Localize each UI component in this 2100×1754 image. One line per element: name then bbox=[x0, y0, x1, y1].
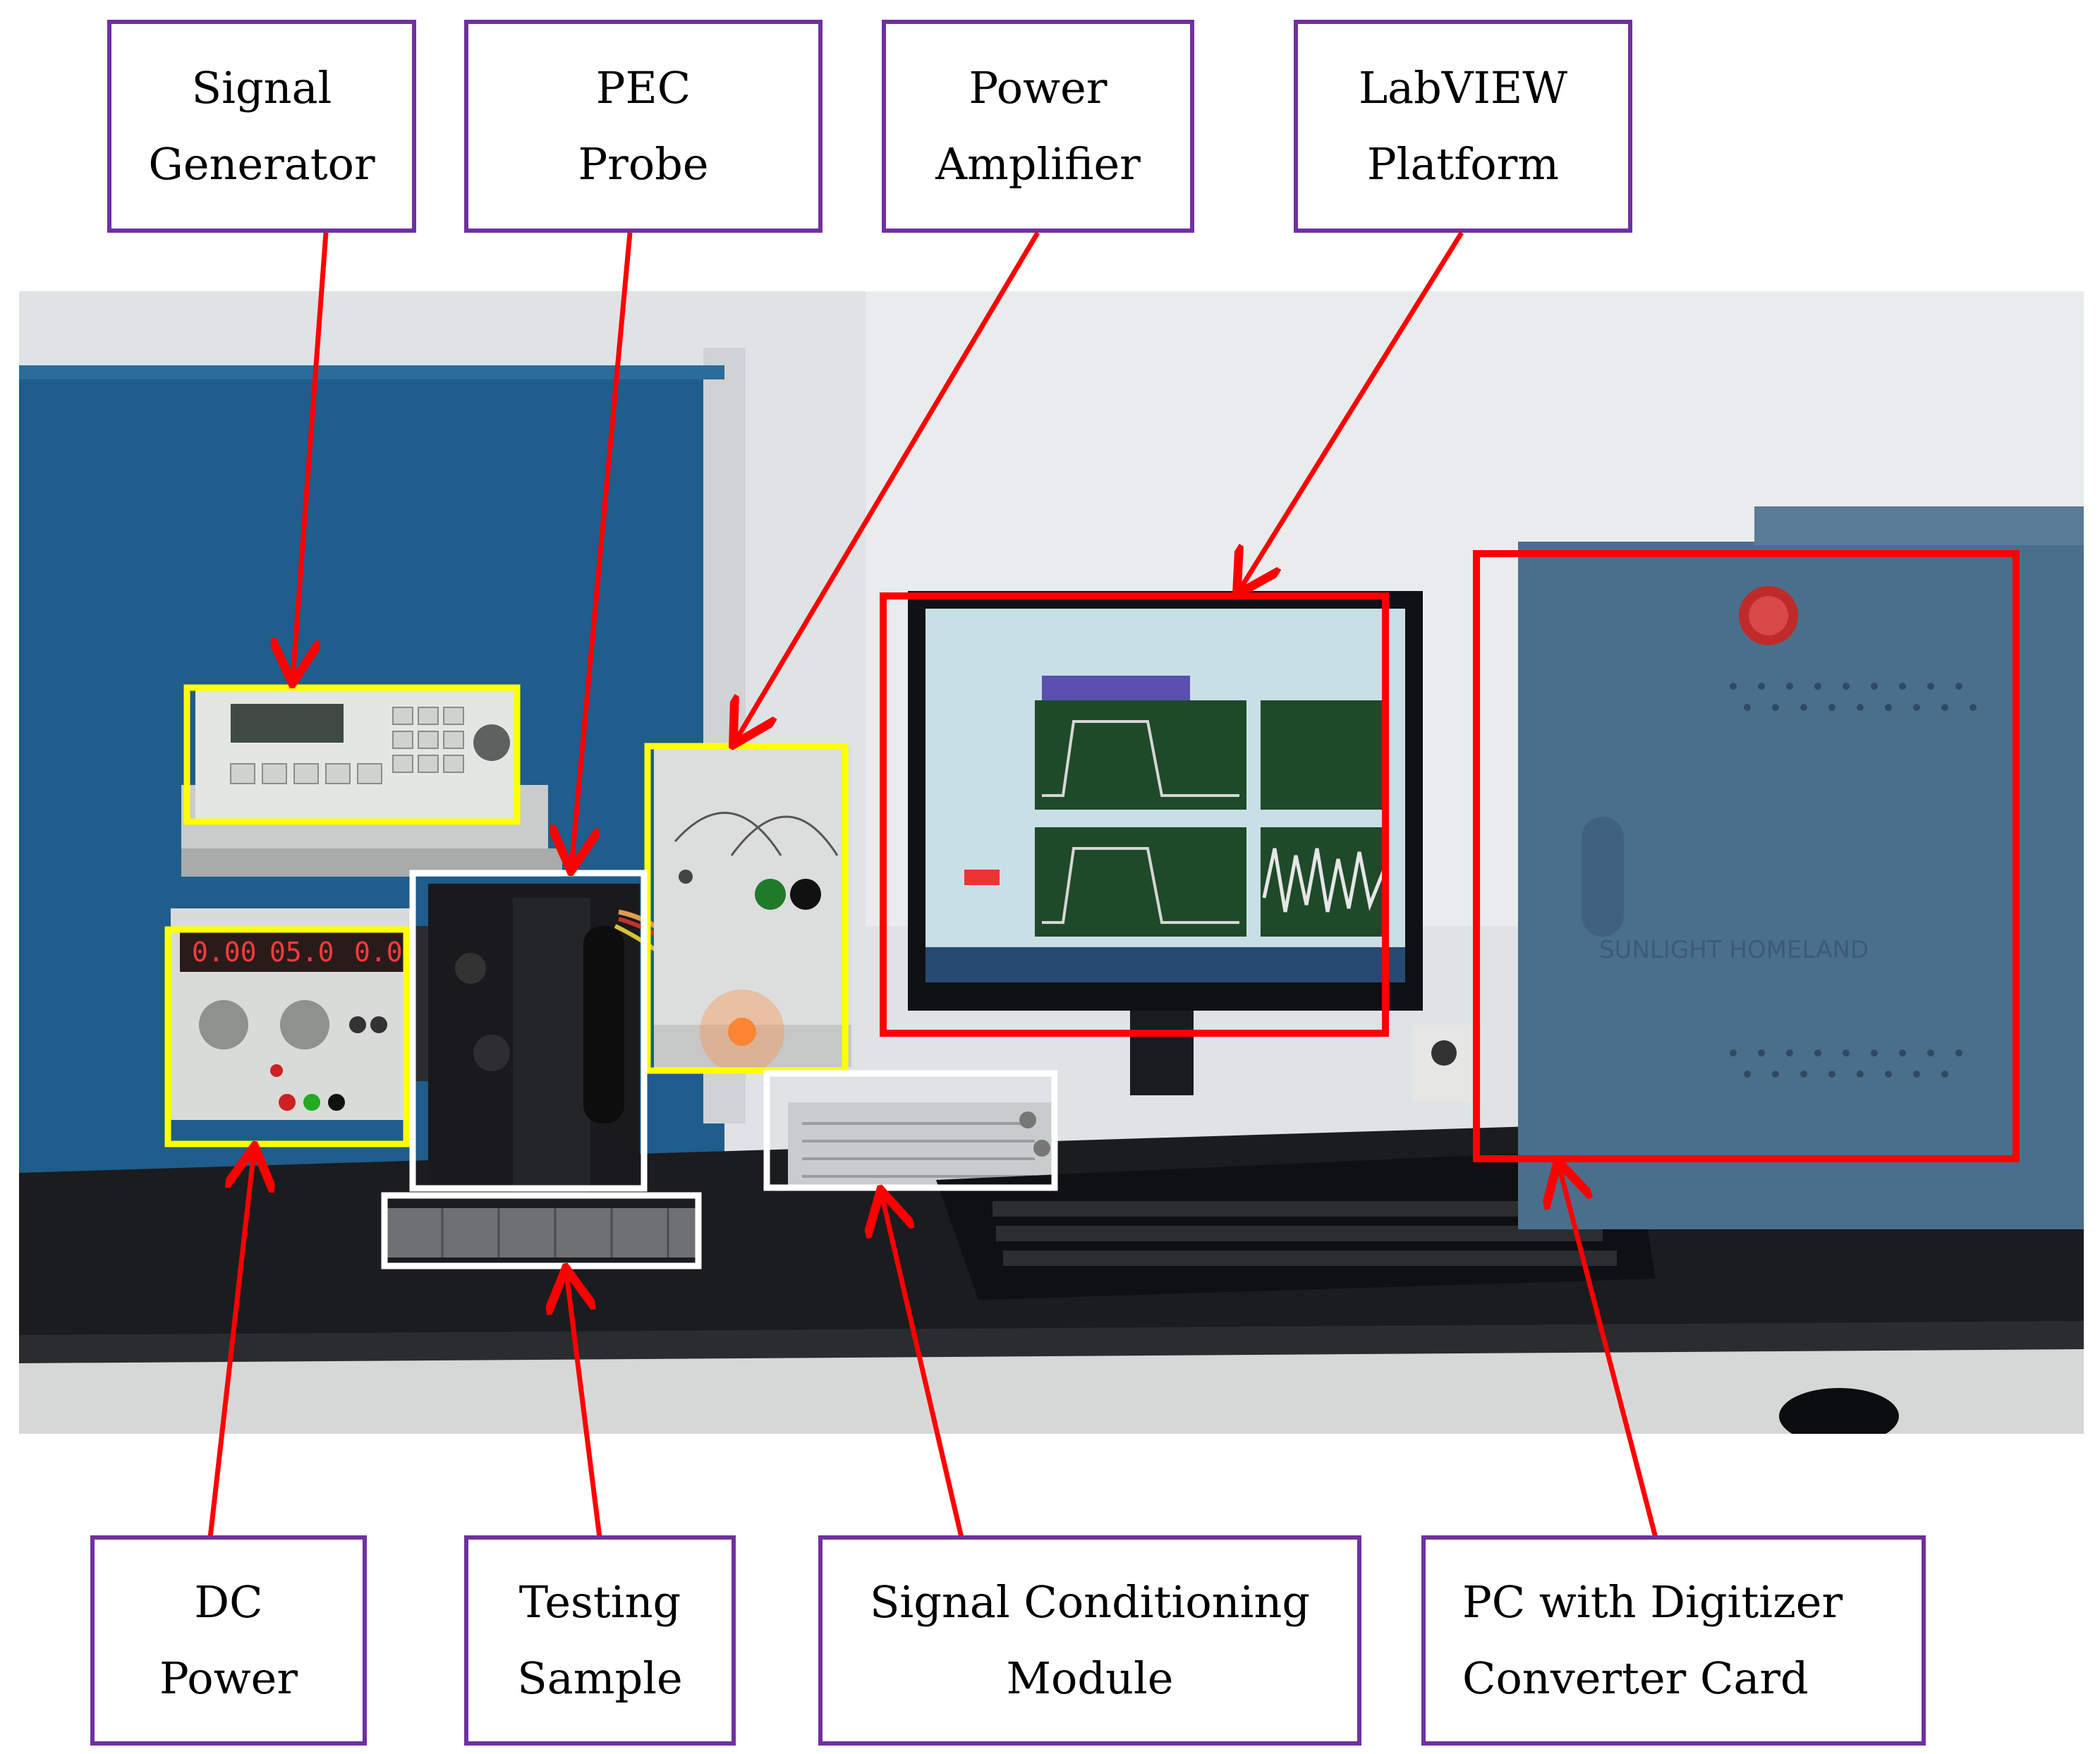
label-pec-probe: PEC Probe bbox=[464, 20, 823, 233]
arrow-testing-sample bbox=[566, 1273, 602, 1538]
highlight-power-amplifier bbox=[644, 743, 849, 1074]
label-line: Signal bbox=[191, 62, 332, 114]
label-line: DC bbox=[194, 1576, 263, 1628]
dc-display-1: 0.00 bbox=[192, 937, 257, 968]
highlight-labview-platform bbox=[880, 592, 1389, 1037]
label-line: PC with Digitizer bbox=[1462, 1576, 1843, 1628]
lab-setup-photo: 0.00 05.0 0.0 bbox=[19, 291, 2084, 1434]
label-line: Sample bbox=[517, 1652, 683, 1704]
label-line: Generator bbox=[148, 138, 375, 190]
label-line: Probe bbox=[578, 138, 709, 190]
arrow-signal-generator bbox=[293, 232, 329, 678]
highlight-dc-power bbox=[164, 926, 410, 1147]
label-line: Converter Card bbox=[1462, 1652, 1809, 1704]
arrow-labview-platform bbox=[1239, 231, 1464, 590]
label-line: Power bbox=[969, 62, 1107, 114]
highlight-signal-generator bbox=[183, 684, 521, 825]
highlight-testing-sample bbox=[381, 1192, 702, 1269]
arrow-pc-digitizer bbox=[1559, 1166, 1658, 1538]
highlight-pec-probe bbox=[409, 870, 648, 1192]
label-dc-power: DC Power bbox=[90, 1535, 367, 1746]
dc-display-3: 0.0 bbox=[354, 937, 403, 968]
highlight-signal-conditioning bbox=[763, 1070, 1058, 1191]
label-line: Platform bbox=[1366, 138, 1560, 190]
label-pc-digitizer: PC with Digitizer Converter Card bbox=[1421, 1535, 1926, 1746]
label-line: Module bbox=[1006, 1652, 1174, 1704]
arrow-power-amplifier bbox=[736, 231, 1040, 741]
label-line: Amplifier bbox=[935, 138, 1141, 190]
label-line: LabVIEW bbox=[1358, 62, 1568, 114]
highlight-pc-digitizer bbox=[1473, 550, 2020, 1162]
arrow-dc-power bbox=[207, 1151, 254, 1538]
label-labview-platform: LabVIEW Platform bbox=[1294, 20, 1632, 233]
arrow-pec-probe bbox=[571, 232, 633, 866]
label-power-amplifier: Power Amplifier bbox=[882, 20, 1194, 233]
label-line: Signal Conditioning bbox=[869, 1576, 1311, 1628]
label-line: PEC bbox=[595, 62, 691, 114]
label-testing-sample: Testing Sample bbox=[464, 1535, 736, 1746]
dc-display-2: 05.0 bbox=[269, 937, 334, 968]
label-line: Power bbox=[159, 1652, 298, 1704]
label-signal-conditioning: Signal Conditioning Module bbox=[818, 1535, 1361, 1746]
label-signal-generator: Signal Generator bbox=[107, 20, 416, 233]
pc-brand-text: SUNLIGHT HOMELAND bbox=[1599, 936, 1869, 964]
arrow-signal-conditioning bbox=[882, 1195, 964, 1538]
label-line: Testing bbox=[518, 1576, 681, 1628]
